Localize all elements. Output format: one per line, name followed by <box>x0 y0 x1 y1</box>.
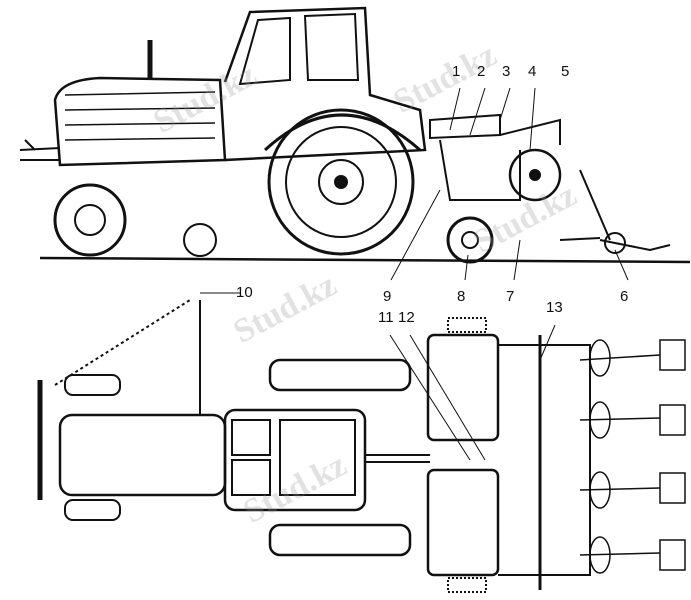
label-8: 8 <box>457 288 466 305</box>
seeder-top-view <box>426 317 686 593</box>
label-2: 2 <box>477 63 486 80</box>
label-12: 12 <box>398 309 415 326</box>
seeder-side-view <box>429 113 671 264</box>
label-13: 13 <box>546 299 563 316</box>
ground-line <box>39 256 691 264</box>
label-10: 10 <box>236 284 253 301</box>
label-7: 7 <box>506 288 515 305</box>
tractor-top-view <box>37 299 430 557</box>
label-5: 5 <box>561 63 570 80</box>
label-11: 11 <box>378 309 394 326</box>
label-1: 1 <box>452 63 461 80</box>
label-6: 6 <box>620 288 629 305</box>
label-4: 4 <box>528 63 537 80</box>
tractor-side-view <box>19 6 427 257</box>
leader-lines <box>200 87 629 461</box>
label-9: 9 <box>383 288 392 305</box>
label-3: 3 <box>502 63 511 80</box>
